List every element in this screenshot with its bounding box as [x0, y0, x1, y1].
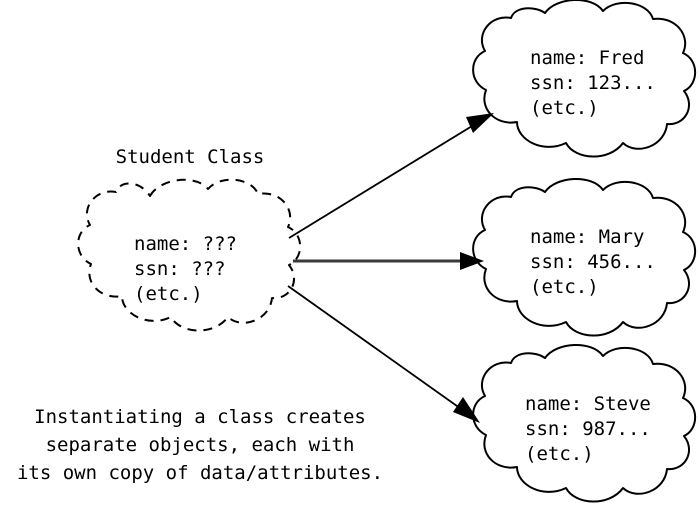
- object-cloud-fred-outline: [472, 0, 697, 158]
- student-class-cloud-text: name: ??? ssn: ??? (etc.): [134, 233, 237, 305]
- object-cloud-steve-text: name: Steve ssn: 987... (etc.): [525, 393, 651, 465]
- arrow-class-to-steve: [287, 285, 480, 423]
- object-cloud-fred-text: name: Fred ssn: 123... (etc.): [530, 47, 656, 119]
- arrow-class-to-mary: [293, 252, 484, 270]
- class-title-label: Student Class: [115, 146, 265, 168]
- object-cloud-steve-outline: [472, 343, 697, 503]
- arrow-class-to-fred: [288, 113, 494, 239]
- object-cloud-mary-text: name: Mary ssn: 456... (etc.): [530, 226, 656, 298]
- object-cloud-mary-outline: [472, 177, 697, 337]
- diagram-caption: Instantiating a class creates separate o…: [16, 406, 384, 484]
- student-class-cloud-outline: [77, 178, 302, 332]
